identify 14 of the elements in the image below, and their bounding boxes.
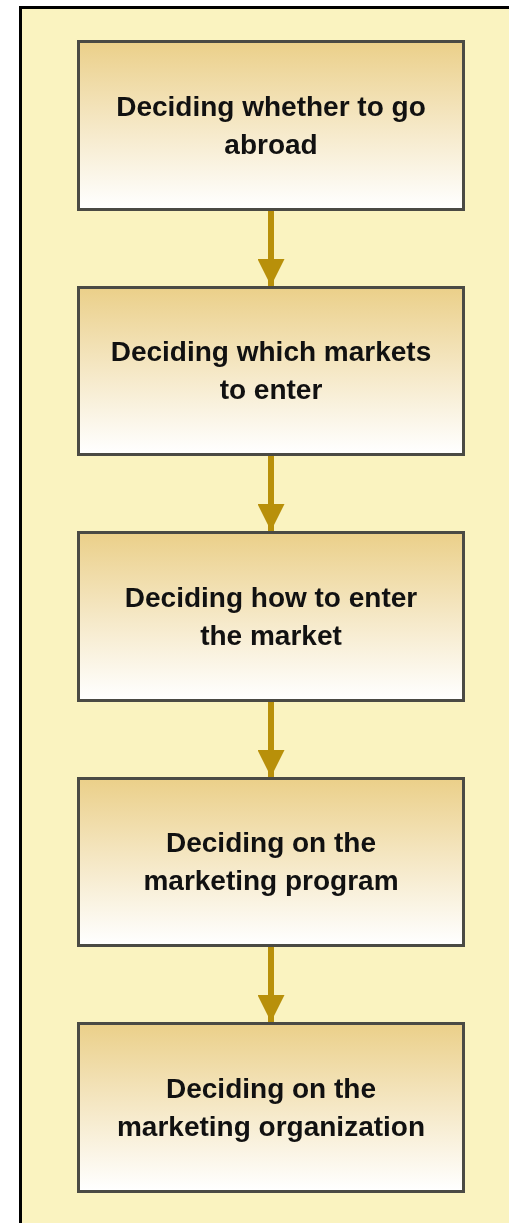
process-box <box>77 1022 465 1193</box>
arrow <box>257 947 285 1022</box>
process-box <box>77 40 465 211</box>
process-box <box>77 777 465 947</box>
step-text: Deciding on the marketing organization <box>115 1071 426 1144</box>
step-text: Deciding on the marketing program <box>142 826 400 898</box>
process-box <box>77 286 465 456</box>
step-text: Deciding whether to go abroad <box>115 89 427 162</box>
arrow <box>257 211 285 286</box>
arrow <box>257 702 285 777</box>
arrow <box>257 456 285 531</box>
step-text: Deciding which markets to enter <box>109 335 433 407</box>
process-box <box>77 531 465 702</box>
step-text: Deciding how to enter the market <box>123 580 419 653</box>
